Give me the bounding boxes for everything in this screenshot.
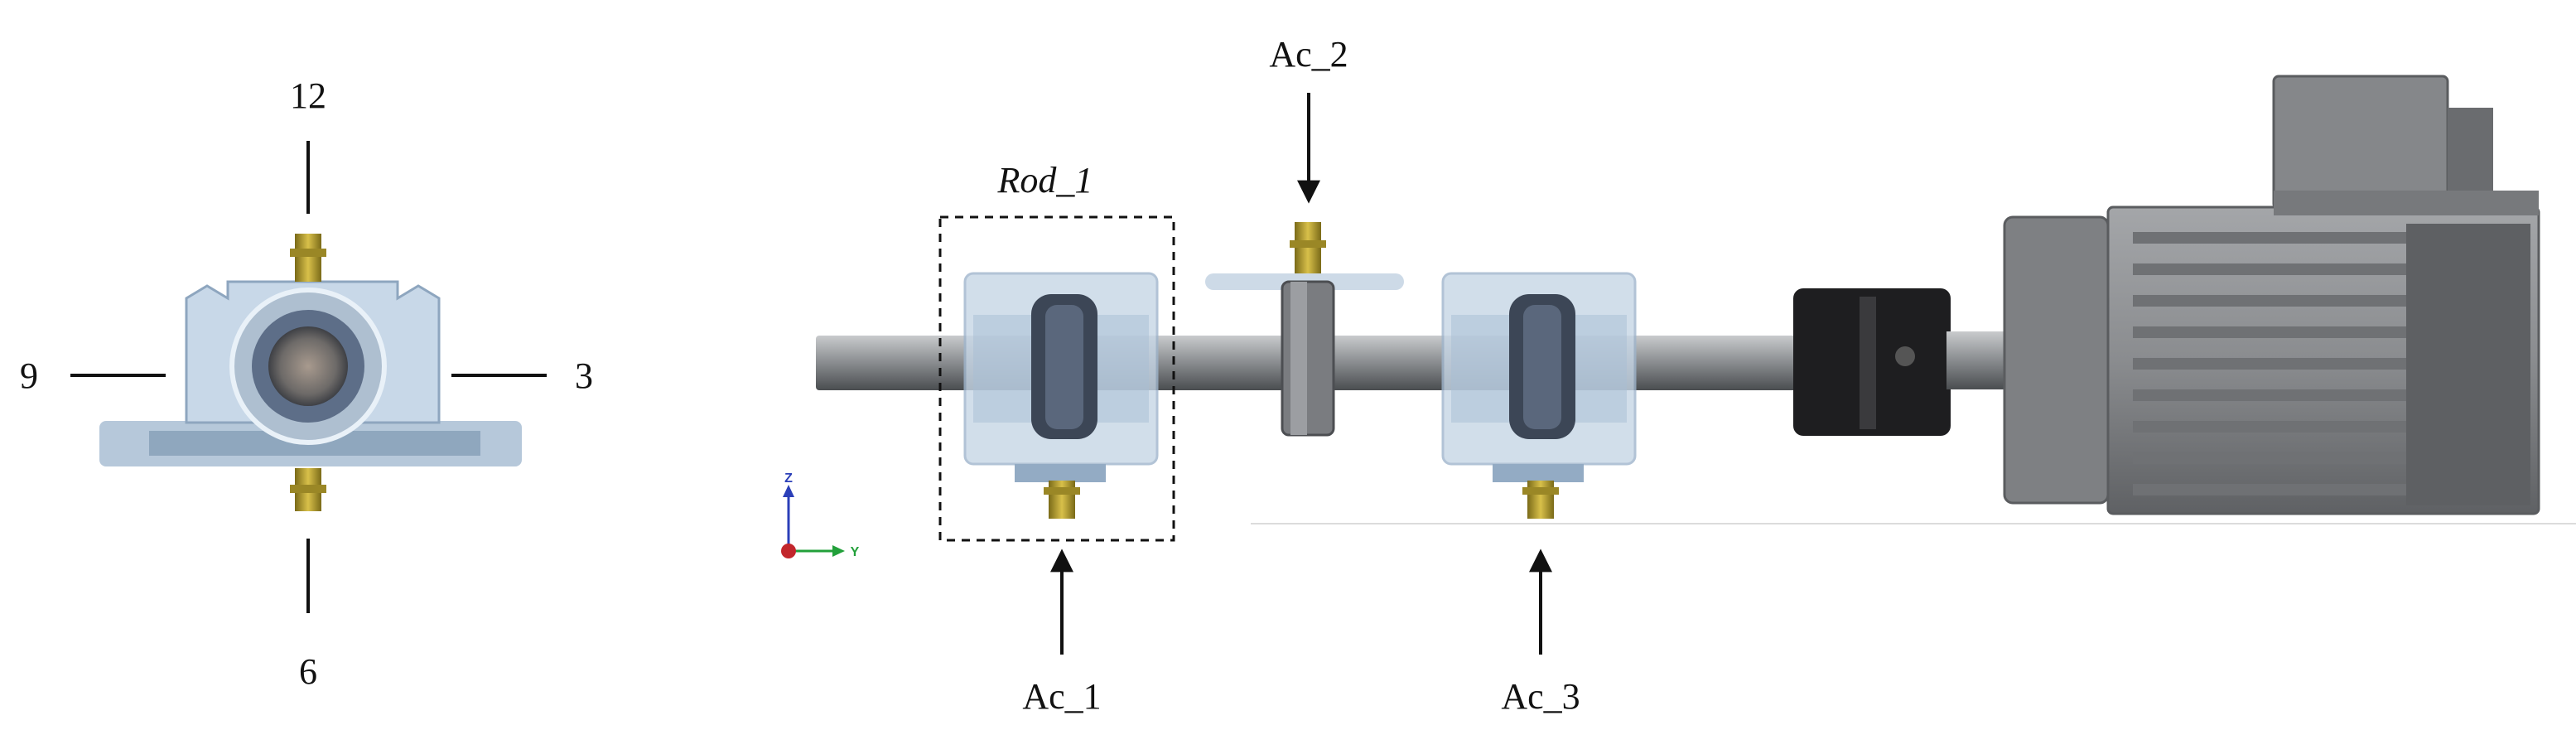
end-view-shaft — [268, 326, 348, 406]
motor-fin — [2133, 326, 2406, 338]
sensor-ac2-nut — [1290, 240, 1326, 248]
bearing-housing-2 — [1441, 272, 1637, 519]
motor-fin — [2133, 452, 2406, 464]
bearing-2-foot — [1493, 464, 1584, 482]
side-view: Rod_1 — [781, 34, 2576, 717]
motor-fin — [2133, 232, 2406, 244]
triad-z-label: Z — [784, 471, 793, 486]
coordinate-triad: Z Y — [781, 471, 860, 559]
sensor-ac3-nut — [1522, 487, 1559, 495]
disc-collar — [1281, 280, 1335, 437]
end-view-sensor-top-nut — [290, 249, 326, 257]
rod-1-label: Rod_1 — [997, 160, 1093, 201]
label-ac1: Ac_1 — [1022, 676, 1101, 717]
triad-y-label: Y — [851, 545, 860, 559]
end-view-sensor-bottom-nut — [290, 485, 326, 493]
clock-label-6: 6 — [299, 651, 317, 692]
motor-fin — [2133, 358, 2406, 370]
disc-collar-highlight — [1290, 282, 1307, 435]
bearing-1-foot — [1015, 464, 1106, 482]
clock-label-12: 12 — [290, 75, 326, 116]
triad-y-arrow — [832, 545, 845, 557]
sensor-ac1-nut — [1044, 487, 1080, 495]
motor-shaft-stub — [1946, 331, 2009, 389]
rotor-disc — [1205, 222, 1404, 437]
motor-fin — [2133, 295, 2406, 307]
motor-fin — [2133, 484, 2406, 495]
motor-fin — [2133, 263, 2406, 275]
coupling-split — [1860, 297, 1876, 429]
end-view-sensor-top — [295, 234, 321, 282]
clock-label-9: 9 — [20, 355, 38, 396]
motor-flange — [2003, 215, 2110, 505]
motor-fin — [2133, 421, 2406, 433]
label-ac3: Ac_3 — [1501, 676, 1580, 717]
sensor-ac3 — [1527, 481, 1554, 519]
motor-terminal-box — [2272, 75, 2449, 210]
rod-1-box — [938, 215, 1175, 542]
motor — [2003, 75, 2540, 515]
motor-fin — [2133, 389, 2406, 401]
label-ac2: Ac_2 — [1269, 34, 1348, 75]
motor-rear-cap — [2406, 224, 2530, 505]
bearing-1-ring-inner — [1045, 305, 1083, 429]
motor-connector — [2448, 108, 2493, 191]
motor-fins — [2133, 232, 2406, 495]
triad-z-arrow — [783, 485, 794, 497]
clock-label-3: 3 — [575, 355, 593, 396]
end-view: 12 6 9 3 — [20, 75, 593, 692]
bearing-housing-1 — [963, 272, 1159, 519]
motor-terminal-base — [2274, 191, 2539, 215]
sensor-ac1 — [1049, 481, 1075, 519]
coupling — [1793, 288, 1951, 436]
triad-origin — [781, 544, 796, 558]
bearing-2-ring-inner — [1523, 305, 1561, 429]
coupling-screw — [1895, 346, 1915, 366]
